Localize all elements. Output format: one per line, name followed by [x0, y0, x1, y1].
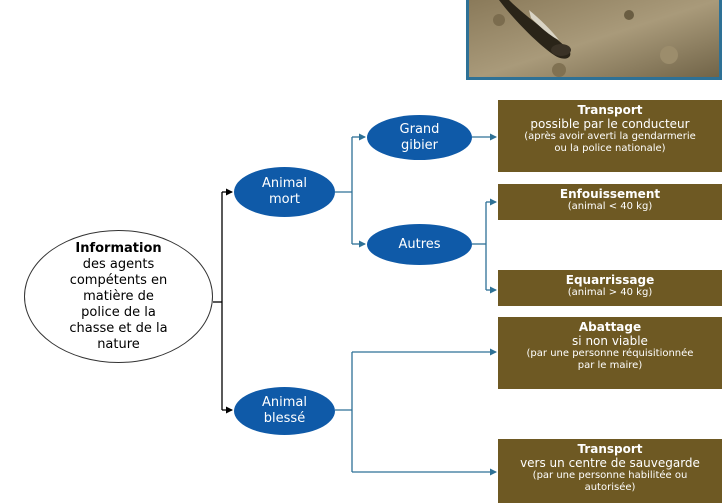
- node-label: gibier: [400, 137, 439, 153]
- root-line: des agents: [82, 256, 155, 272]
- node-label: Animal: [262, 176, 307, 191]
- autres-node: Autres: [367, 224, 472, 265]
- box-title: Transport: [577, 103, 643, 117]
- box-title: Equarrissage: [565, 273, 655, 287]
- box-sub: par le maire): [577, 360, 643, 371]
- grand-gibier-node: Grand gibier: [367, 115, 472, 160]
- box-sub: (après avoir averti la gendarmerie: [524, 131, 696, 142]
- root-line: matière de: [83, 288, 154, 304]
- node-label: Grand: [399, 121, 440, 137]
- node-label: Animal: [262, 395, 307, 410]
- box-title: Enfouissement: [559, 187, 661, 201]
- root-line: nature: [97, 336, 140, 352]
- transport-conducteur-box: Transport possible par le conducteur (ap…: [498, 100, 722, 172]
- enfouissement-box: Enfouissement (animal < 40 kg): [498, 184, 722, 220]
- root-line: chasse et de la: [69, 320, 168, 336]
- animal-blesse-node: Animal blessé: [234, 387, 335, 435]
- animal-mort-node: Animal mort: [234, 167, 335, 217]
- node-label: Autres: [398, 236, 441, 252]
- box-sub: (par une personne habilitée ou: [532, 470, 688, 481]
- box-title: Abattage: [578, 320, 642, 334]
- root-line: police de la: [81, 304, 156, 320]
- box-sub: (par une personne réquisitionnée: [526, 348, 694, 359]
- animal-photo: [466, 0, 722, 80]
- box-main: vers un centre de sauvegarde: [520, 456, 700, 470]
- root-information-node: Information des agents compétents en mat…: [24, 230, 213, 363]
- root-line: compétents en: [69, 272, 168, 288]
- transport-sauvegarde-box: Transport vers un centre de sauvegarde (…: [498, 439, 722, 503]
- node-label: mort: [268, 192, 301, 207]
- box-title: Transport: [577, 442, 643, 456]
- box-sub: (animal > 40 kg): [567, 287, 653, 298]
- box-sub: autorisée): [584, 482, 636, 493]
- box-main: si non viable: [572, 334, 648, 348]
- box-sub: (animal < 40 kg): [567, 201, 653, 212]
- box-main: possible par le conducteur: [530, 117, 690, 131]
- equarrissage-box: Equarrissage (animal > 40 kg): [498, 270, 722, 306]
- abattage-box: Abattage si non viable (par une personne…: [498, 317, 722, 389]
- box-sub: ou la police nationale): [554, 143, 666, 154]
- root-title: Information: [75, 240, 162, 256]
- node-label: blessé: [263, 411, 306, 426]
